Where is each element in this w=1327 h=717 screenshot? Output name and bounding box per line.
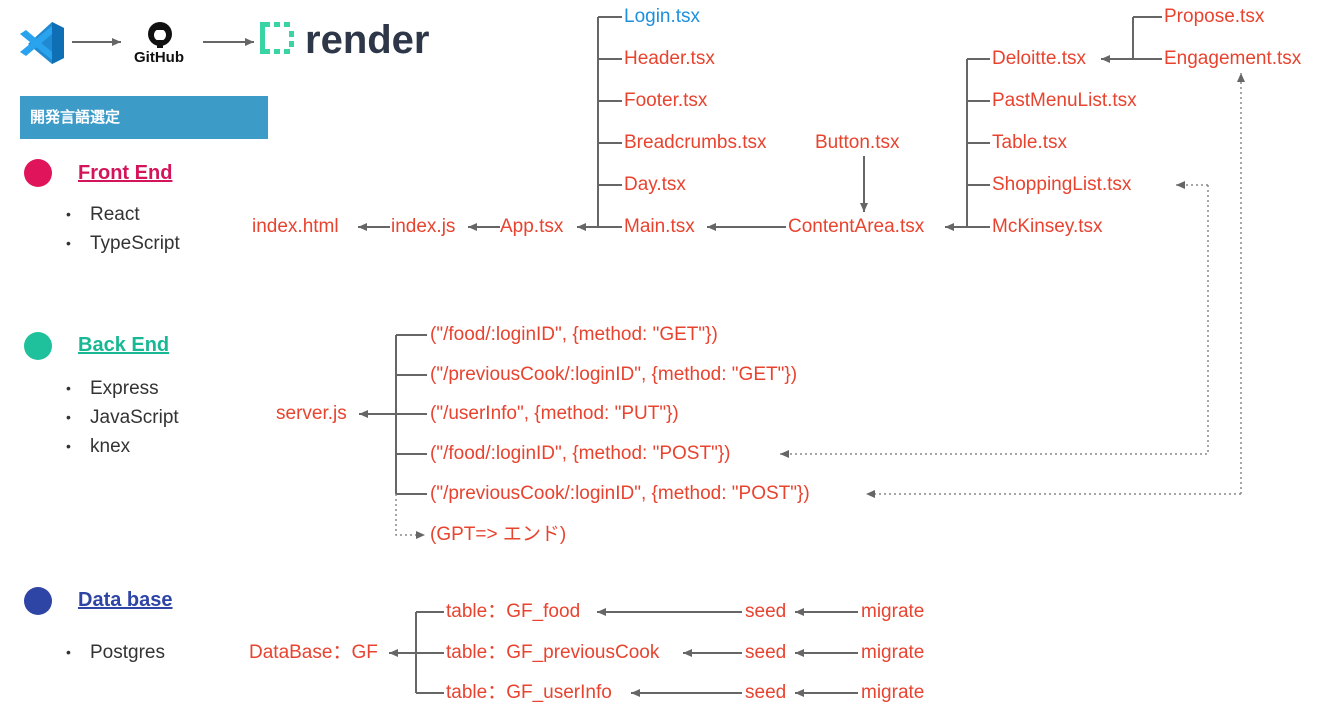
list-item: TypeScript <box>66 229 180 258</box>
list-item: JavaScript <box>66 403 179 432</box>
node-seed: seed <box>745 682 787 703</box>
list-item: Postgres <box>66 638 165 667</box>
list-item: knex <box>66 432 179 461</box>
node-footer: Footer.tsx <box>624 90 708 111</box>
node-breadcrumbs: Breadcrumbs.tsx <box>624 132 767 153</box>
node-app: App.tsx <box>500 216 564 237</box>
route-food-get: ("/food/:loginID", {method: "GET"}) <box>430 324 718 345</box>
node-migrate: migrate <box>861 682 925 703</box>
node-database: DataBase：GF <box>249 642 378 663</box>
node-content-area: ContentArea.tsx <box>788 216 925 237</box>
node-seed: seed <box>745 642 787 663</box>
render-logo-icon <box>258 20 296 56</box>
node-migrate: migrate <box>861 601 925 622</box>
node-migrate: migrate <box>861 642 925 663</box>
route-previouscook-get: ("/previousCook/:loginID", {method: "GET… <box>430 364 798 385</box>
node-table-userinfo: table：GF_userInfo <box>446 682 612 703</box>
front-end-list: React TypeScript <box>66 200 180 258</box>
node-mckinsey: McKinsey.tsx <box>992 216 1103 237</box>
node-index-html: index.html <box>252 216 339 237</box>
back-end-list: Express JavaScript knex <box>66 374 179 461</box>
database-list: Postgres <box>66 638 165 667</box>
list-item: React <box>66 200 180 229</box>
node-seed: seed <box>745 601 787 622</box>
database-title: Data base <box>78 589 173 611</box>
node-shopping-list: ShoppingList.tsx <box>992 174 1132 195</box>
node-engagement: Engagement.tsx <box>1164 48 1302 69</box>
database-dot <box>24 587 52 615</box>
github-label: GitHub <box>134 49 184 66</box>
node-button: Button.tsx <box>815 132 900 153</box>
route-previouscook-post: ("/previousCook/:loginID", {method: "POS… <box>430 483 810 504</box>
front-end-title: Front End <box>78 162 173 184</box>
node-table: Table.tsx <box>992 132 1067 153</box>
node-table-food: table：GF_food <box>446 601 581 622</box>
node-server: server.js <box>276 403 347 424</box>
node-header: Header.tsx <box>624 48 715 69</box>
node-index-js: index.js <box>391 216 456 237</box>
route-userinfo-put: ("/userInfo", {method: "PUT"}) <box>430 403 679 424</box>
node-propose: Propose.tsx <box>1164 6 1265 27</box>
front-end-dot <box>24 159 52 187</box>
render-label: render <box>305 18 430 62</box>
back-end-title: Back End <box>78 334 170 356</box>
list-item: Express <box>66 374 179 403</box>
github-logo-icon <box>140 20 180 48</box>
node-table-previouscook: table：GF_previousCook <box>446 642 660 663</box>
language-selection-banner: 開発言語選定 <box>20 96 268 139</box>
back-end-dot <box>24 332 52 360</box>
node-day: Day.tsx <box>624 174 686 195</box>
route-gpt: (GPT=> エンド) <box>430 524 567 545</box>
node-main: Main.tsx <box>624 216 695 237</box>
vscode-logo-icon <box>18 20 66 66</box>
route-food-post: ("/food/:loginID", {method: "POST"}) <box>430 443 731 464</box>
node-past-menu-list: PastMenuList.tsx <box>992 90 1137 111</box>
node-deloitte: Deloitte.tsx <box>992 48 1086 69</box>
node-login: Login.tsx <box>624 6 701 27</box>
